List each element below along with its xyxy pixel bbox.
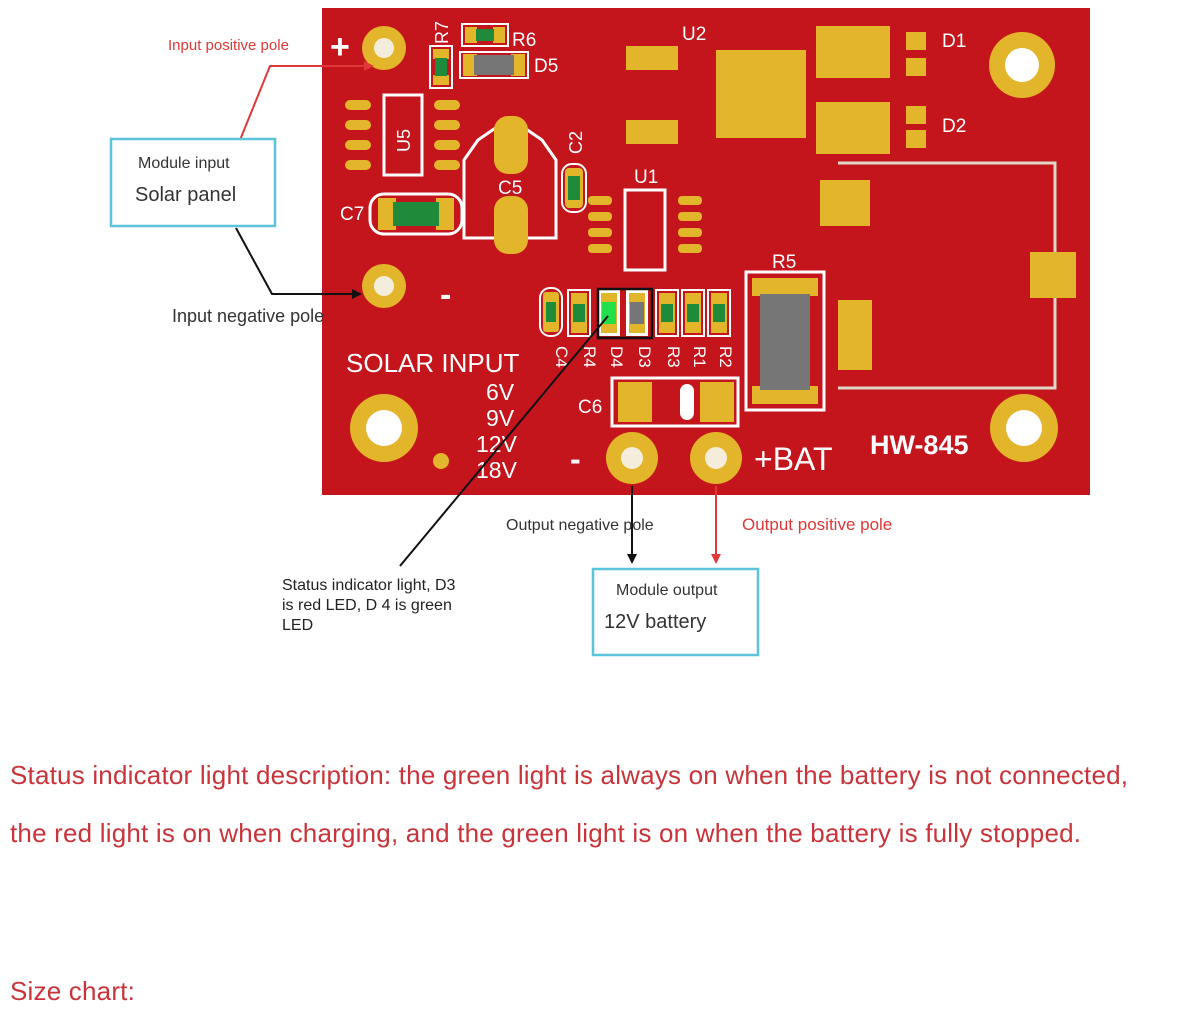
- sensor-pad: [1030, 252, 1076, 298]
- voltage-9v: 9V: [486, 405, 515, 431]
- d4-green-led: [598, 290, 620, 336]
- label-r3: R3: [664, 346, 683, 368]
- label-d1: D1: [942, 31, 966, 52]
- module-output-box: Module output 12V battery: [591, 567, 760, 657]
- label-c4: C4: [552, 346, 571, 368]
- input-negative-arrow: [235, 227, 362, 299]
- test-point: [433, 453, 449, 469]
- label-r5: R5: [772, 252, 796, 273]
- status-description-line-2: the red light is on when charging, and t…: [10, 818, 1082, 848]
- module-input-value: Solar panel: [135, 184, 236, 206]
- r3-resistor: [655, 289, 679, 337]
- c5-capacitor: [462, 116, 558, 254]
- label-d4: D4: [607, 346, 626, 368]
- output-positive-annotation: Output positive pole: [742, 515, 892, 534]
- r7-resistor: [429, 45, 453, 89]
- status-light-annotation-line-3: LED: [282, 617, 313, 634]
- label-r4: R4: [580, 346, 599, 368]
- label-r6: R6: [512, 30, 536, 51]
- label-c6: C6: [578, 397, 602, 418]
- status-led-highlight: [596, 287, 654, 340]
- u1-chip: [588, 188, 702, 272]
- label-u2: U2: [682, 24, 706, 45]
- status-light-pointer: [399, 315, 609, 567]
- label-c5: C5: [498, 178, 522, 199]
- d2-diode: [816, 102, 926, 154]
- r6-resistor: [461, 23, 509, 47]
- label-r7: R7: [432, 21, 452, 44]
- mounting-hole: [989, 32, 1055, 98]
- u5-chip: [345, 93, 460, 177]
- input-negative-pad: [362, 264, 406, 308]
- output-positive-pad: [690, 432, 742, 484]
- r5-resistor: [744, 270, 872, 412]
- label-c2: C2: [566, 131, 586, 154]
- label-u1: U1: [634, 167, 658, 188]
- input-plus-label: +: [330, 28, 350, 66]
- input-positive-arrow: [239, 61, 374, 141]
- input-positive-pad: [362, 26, 406, 70]
- c6-capacitor: [610, 376, 740, 428]
- mounting-hole: [350, 394, 418, 462]
- output-negative-pad: [606, 432, 658, 484]
- bat-label: +BAT: [754, 441, 833, 477]
- pcb-diagram: + - R7 R6 D5 U2 D1 D2 U5 C2 C5 U1 C7 R5 …: [109, 8, 1090, 657]
- model-label: HW-845: [870, 430, 968, 460]
- solar-input-label: SOLAR INPUT: [346, 348, 519, 378]
- c2-capacitor: [561, 163, 587, 213]
- status-light-annotation-line-2: is red LED, D 4 is green: [282, 597, 452, 614]
- status-description-line-1: Status indicator light description: the …: [10, 760, 1129, 790]
- input-positive-annotation: Input positive pole: [168, 37, 289, 54]
- voltage-18v: 18V: [476, 457, 518, 483]
- label-d2: D2: [942, 116, 966, 137]
- d5-diode: [459, 51, 529, 79]
- label-r2: R2: [716, 346, 735, 368]
- label-d5: D5: [534, 56, 558, 77]
- module-input-title: Module input: [138, 155, 230, 172]
- r1-resistor: [681, 289, 705, 337]
- u2-regulator: [626, 46, 806, 144]
- output-negative-annotation: Output negative pole: [506, 517, 654, 534]
- label-d3: D3: [635, 346, 654, 368]
- size-chart-heading: Size chart:: [10, 976, 136, 1006]
- output-minus-label: -: [570, 441, 581, 477]
- c4-capacitor: [539, 287, 563, 337]
- r4-resistor: [567, 289, 591, 337]
- mounting-hole: [990, 394, 1058, 462]
- transistor-pad: [820, 180, 870, 226]
- label-u5: U5: [394, 129, 414, 152]
- module-input-box: Module input Solar panel: [109, 137, 277, 228]
- label-r1: R1: [690, 346, 709, 368]
- module-output-title: Module output: [616, 582, 718, 599]
- r2-resistor: [707, 289, 731, 337]
- c7-capacitor: [368, 192, 464, 236]
- d1-diode: [816, 26, 926, 78]
- d3-red-led: [626, 290, 648, 336]
- voltage-12v: 12V: [476, 431, 518, 457]
- module-output-value: 12V battery: [604, 611, 706, 633]
- input-minus-label: -: [440, 276, 451, 314]
- input-negative-annotation: Input negative pole: [172, 306, 324, 326]
- status-light-annotation-line-1: Status indicator light, D3: [282, 577, 456, 594]
- label-c7: C7: [340, 204, 364, 225]
- voltage-6v: 6V: [486, 379, 515, 405]
